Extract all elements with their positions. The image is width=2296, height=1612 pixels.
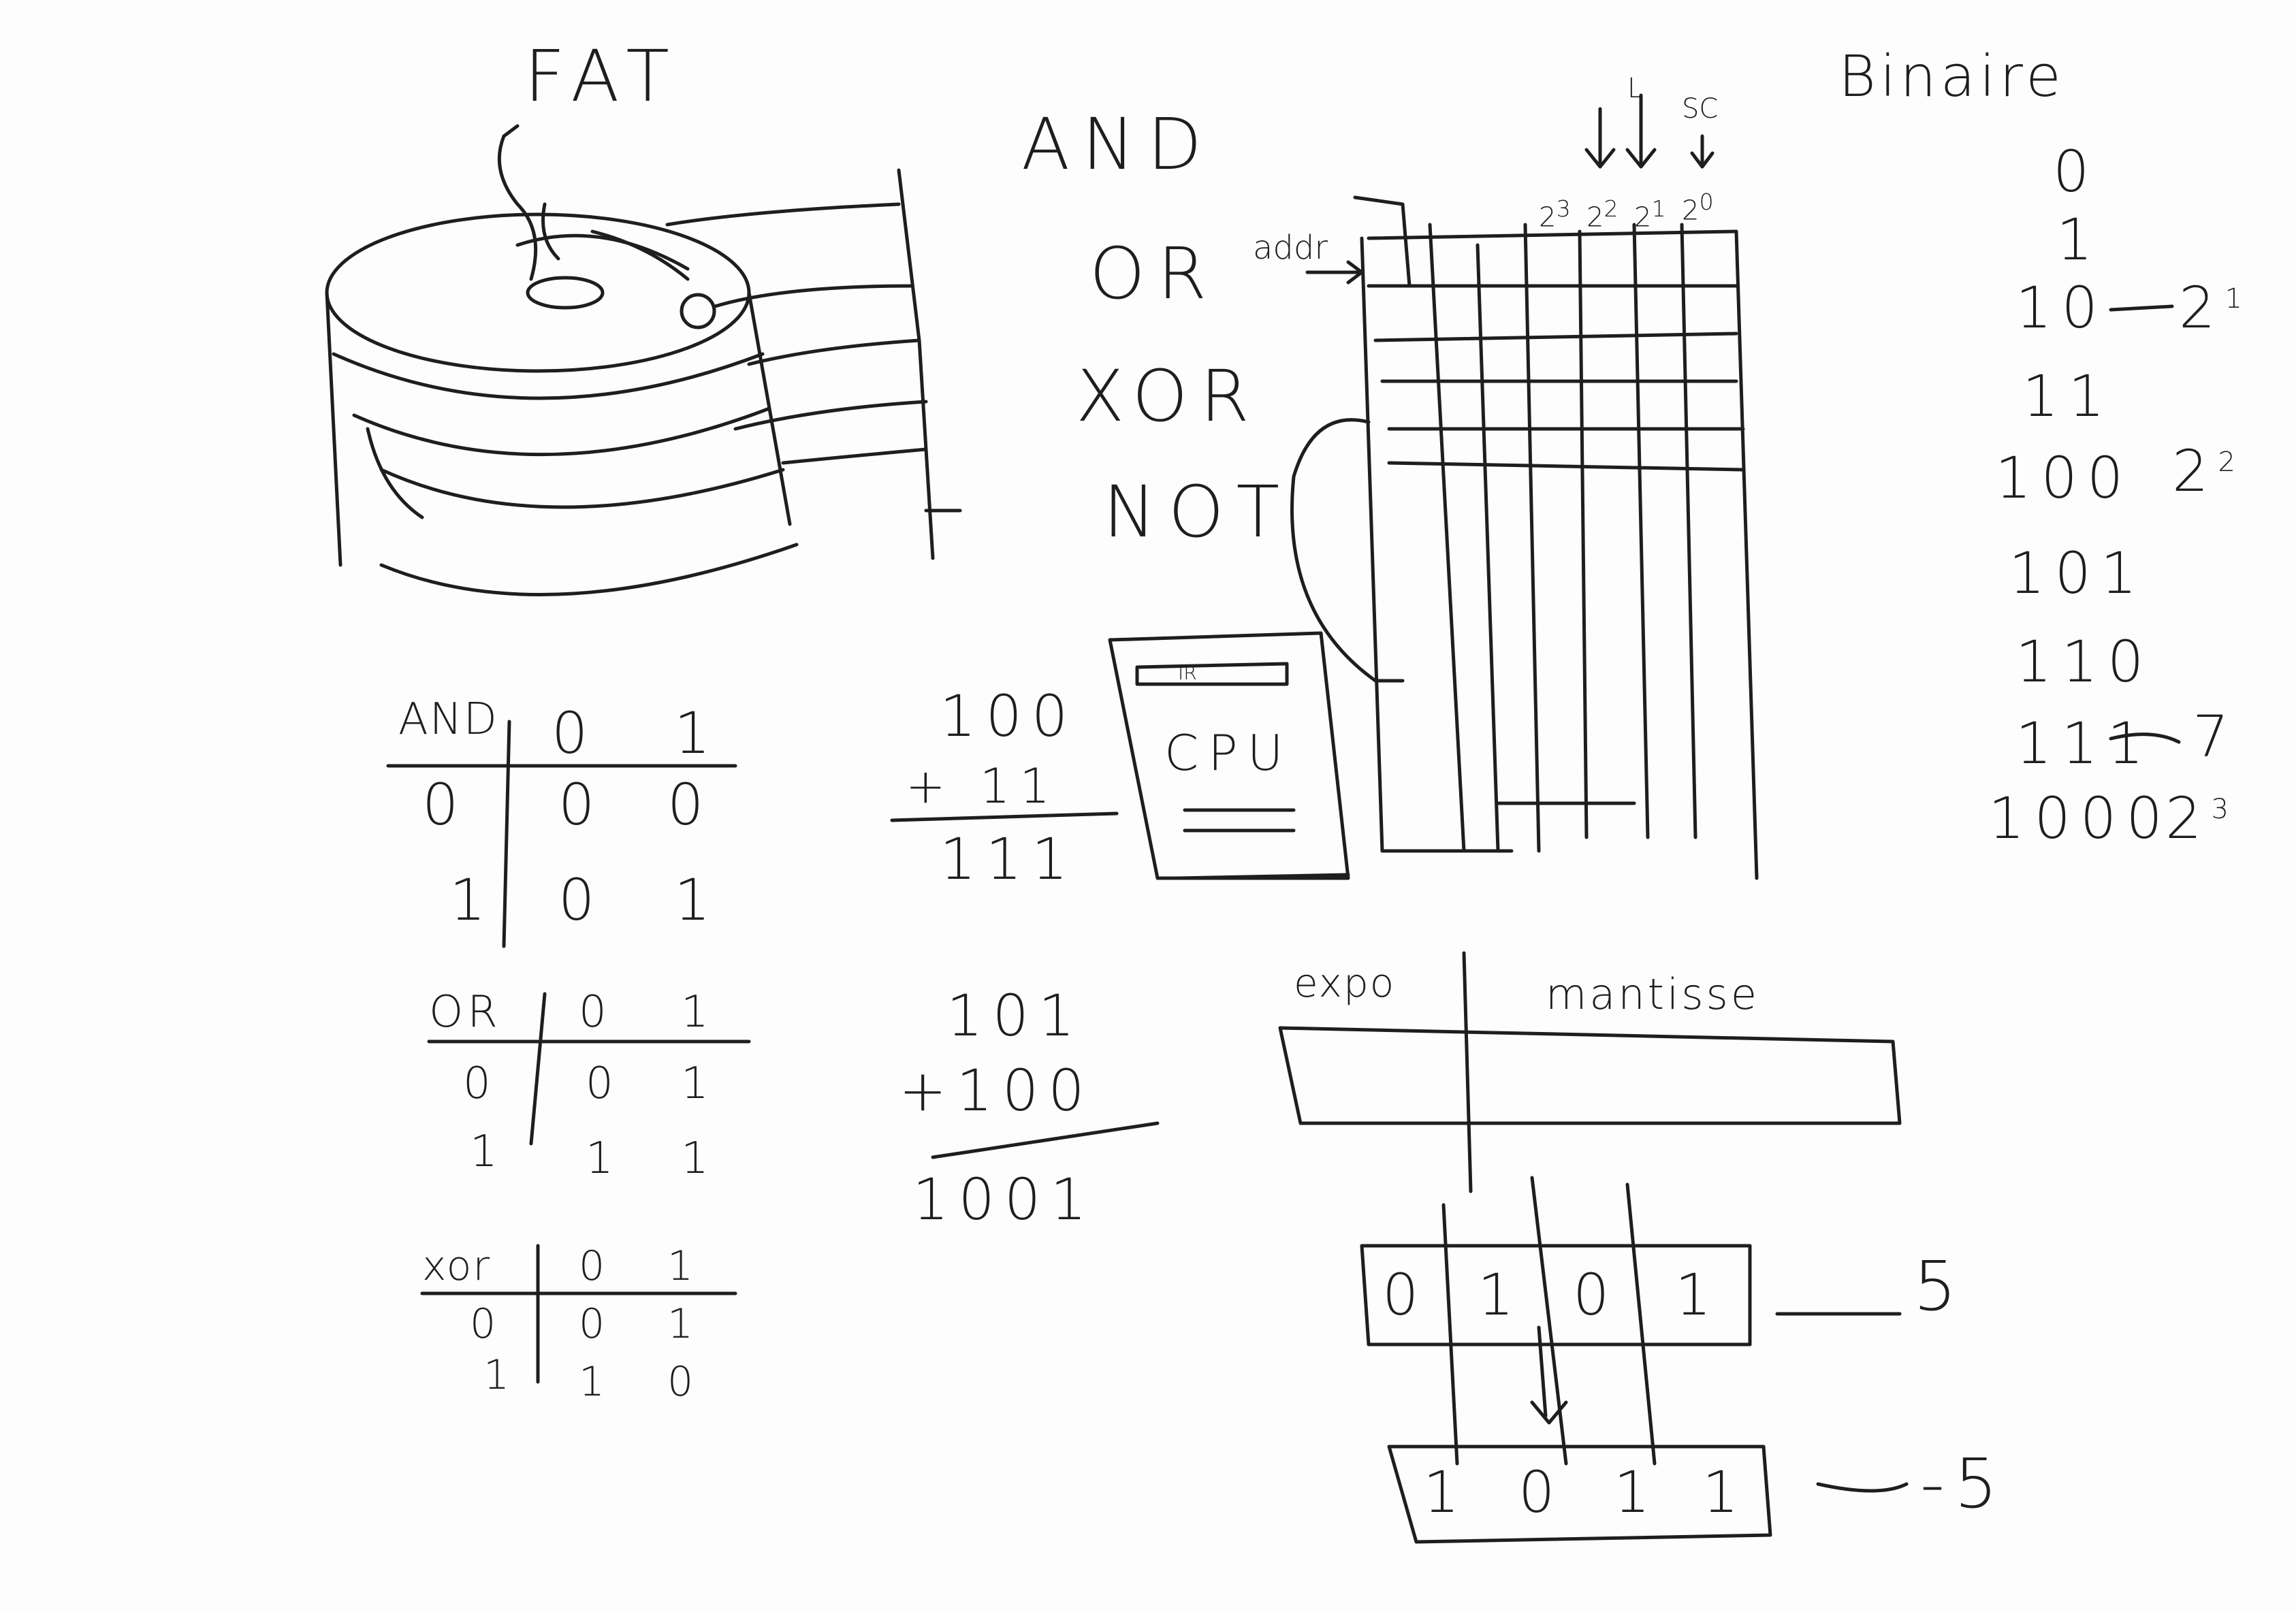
power-2: 22 <box>1587 195 1619 233</box>
addition1-line <box>890 811 1119 822</box>
xor-r1-c1: 1 <box>579 1358 615 1406</box>
bits-pos-3: 1 <box>1675 1261 1721 1328</box>
cpu-label: CPU <box>1164 724 1293 781</box>
float-register <box>1278 951 1902 1193</box>
xor-table-op: xor <box>422 1242 492 1290</box>
or-col-1: 1 <box>681 987 718 1037</box>
or-r0-c0: 0 <box>463 1059 500 1109</box>
or-r0-c1: 0 <box>586 1059 623 1109</box>
fat-title: FAT <box>524 35 682 118</box>
cpu-drawing <box>1108 631 1350 880</box>
and-r0-c0: 0 <box>422 771 468 838</box>
l-label: L <box>1627 73 1643 104</box>
and-r1-c1: 0 <box>558 867 605 933</box>
binary-1000: 1000 <box>1988 785 2172 852</box>
xor-r1-c2: 0 <box>667 1358 703 1406</box>
and-col-0: 0 <box>552 700 598 767</box>
binary-111: 111 <box>2015 710 2154 777</box>
addition2-result: 1001 <box>912 1166 1096 1233</box>
power-0: 20 <box>1682 189 1714 227</box>
binary-note-1000: 23 <box>2165 785 2238 852</box>
binary-1: 1 <box>2056 206 2103 273</box>
bits-pos-1: 1 <box>1478 1261 1524 1328</box>
addition2-a: 101 <box>946 982 1085 1049</box>
xor-r0-c1: 0 <box>579 1300 615 1348</box>
bits-pos-0: 0 <box>1382 1261 1429 1328</box>
addition2-line <box>931 1121 1160 1159</box>
bits-neg-3: 1 <box>1702 1459 1749 1526</box>
bits-pos-2: 0 <box>1573 1261 1619 1328</box>
or-table-lines <box>427 992 751 1146</box>
binary-10: 10 <box>2015 274 2107 341</box>
memory-grid <box>1290 93 1759 880</box>
and-r0-c2: 0 <box>667 771 714 838</box>
or-table-op: OR <box>429 987 502 1037</box>
binary-title: Binaire <box>1838 43 2065 110</box>
binary-11: 11 <box>2022 363 2114 430</box>
float-mantisse-label: mantisse <box>1546 969 1759 1019</box>
bits-neg-1: 0 <box>1518 1459 1565 1526</box>
and-table-op: AND <box>398 694 498 745</box>
bits-pos-box <box>1360 1176 1902 1466</box>
and-r1-c0: 1 <box>449 867 496 933</box>
or-r1-c0: 1 <box>470 1127 507 1177</box>
gate-and-label: AND <box>1021 103 1215 186</box>
binary-note-111: 7 <box>2193 703 2239 770</box>
or-r1-c2: 1 <box>681 1133 718 1184</box>
bits-pos-value: 5 <box>1913 1246 1966 1326</box>
or-r1-c1: 1 <box>586 1133 623 1184</box>
disk-drawing <box>325 124 962 596</box>
xor-col-0: 0 <box>579 1242 615 1290</box>
binary-note-100: 22 <box>2172 438 2245 504</box>
and-r0-c1: 0 <box>558 771 605 838</box>
xor-r1-c0: 1 <box>483 1351 520 1399</box>
binary-arrow-111 <box>2109 732 2181 744</box>
addition1-result: 111 <box>940 826 1078 892</box>
binary-100: 100 <box>1995 445 2133 511</box>
binary-note-10: 21 <box>2179 274 2252 341</box>
gate-not-label: NOT <box>1103 470 1292 553</box>
bits-neg-value: -5 <box>1920 1444 2007 1524</box>
gate-or-label: OR <box>1089 232 1219 315</box>
and-r1-c2: 1 <box>674 867 720 933</box>
gate-xor-label: XOR <box>1076 355 1262 438</box>
addition1-a: 100 <box>940 683 1078 749</box>
and-col-1: 1 <box>674 700 720 767</box>
binary-arrow-10 <box>2109 304 2174 312</box>
binary-110: 110 <box>2015 628 2154 695</box>
float-expo-label: expo <box>1294 960 1396 1006</box>
bits-neg-box <box>1387 1445 1909 1544</box>
xor-r0-c2: 1 <box>667 1300 703 1348</box>
addition2-b: +100 <box>899 1057 1094 1124</box>
binary-0: 0 <box>2053 138 2099 205</box>
ir-label: IR <box>1178 662 1197 684</box>
power-1: 21 <box>1634 195 1666 233</box>
or-col-0: 0 <box>579 987 616 1037</box>
addition1-b: + 11 <box>906 758 1059 814</box>
bits-neg-0: 1 <box>1423 1459 1469 1526</box>
xor-col-1: 1 <box>667 1242 703 1290</box>
xor-table-lines <box>420 1244 737 1384</box>
or-r0-c2: 1 <box>681 1059 718 1109</box>
binary-101: 101 <box>2009 540 2147 607</box>
sc-label: SC <box>1682 93 1719 125</box>
addr-label: addr <box>1253 229 1328 267</box>
xor-r0-c0: 0 <box>470 1300 506 1348</box>
and-table-lines <box>386 720 737 948</box>
bits-neg-2: 1 <box>1614 1459 1660 1526</box>
power-3: 23 <box>1539 195 1571 233</box>
